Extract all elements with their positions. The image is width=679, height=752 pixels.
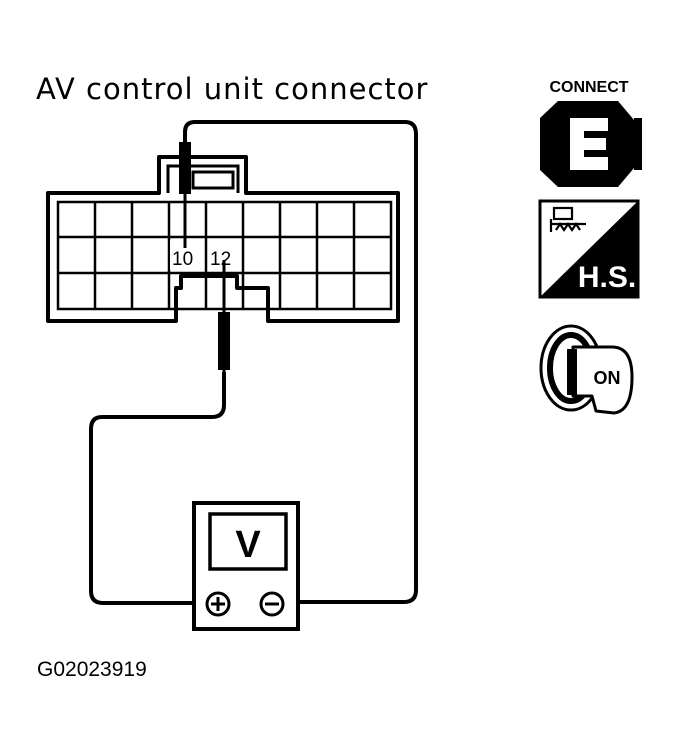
positive-terminal-icon bbox=[205, 591, 231, 617]
diagram-title: AV control unit connector bbox=[36, 72, 428, 106]
positive-probe bbox=[218, 260, 230, 372]
ignition-on-icon: ON bbox=[539, 324, 634, 415]
pin-label-10: 10 bbox=[172, 249, 193, 270]
figure-id: G02023919 bbox=[37, 658, 147, 681]
connect-icon: CONNECT bbox=[540, 79, 642, 187]
positive-lead-wire bbox=[89, 372, 226, 605]
ignition-on-label: ON bbox=[594, 368, 621, 388]
voltmeter-display-label: V bbox=[235, 524, 261, 566]
voltmeter: V bbox=[192, 501, 300, 631]
negative-terminal-icon bbox=[259, 591, 285, 617]
hs-icon-heater-symbol bbox=[549, 206, 586, 232]
pin-label-12: 12 bbox=[210, 249, 231, 270]
negative-probe bbox=[179, 140, 191, 248]
hs-icon-label: H.S. bbox=[578, 261, 636, 294]
negative-lead-wire bbox=[183, 120, 418, 604]
av-control-unit-connector: 10 12 bbox=[46, 155, 400, 323]
connect-icon-label: CONNECT bbox=[549, 79, 628, 96]
hs-icon: H.S. bbox=[538, 199, 640, 299]
